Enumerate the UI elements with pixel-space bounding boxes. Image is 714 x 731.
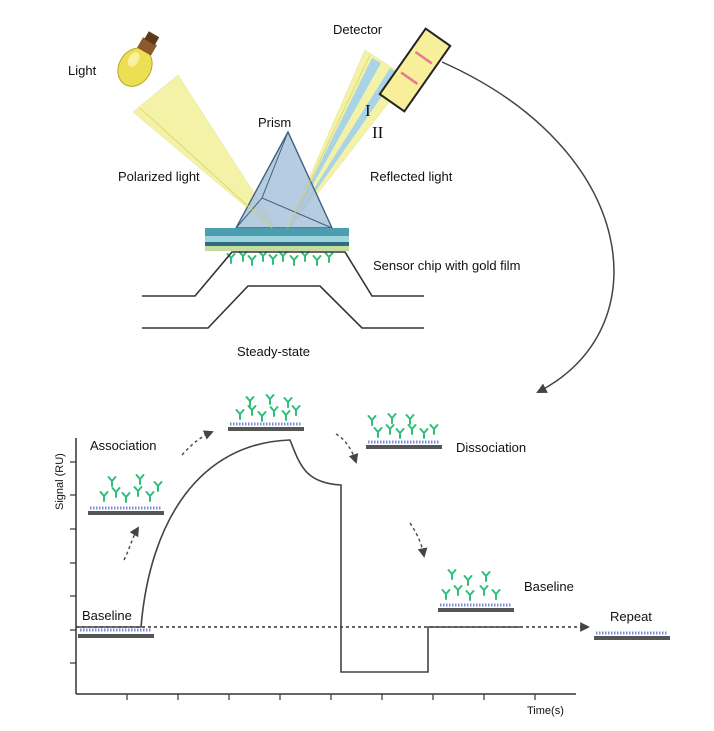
reflected-light-label: Reflected light [370,169,453,184]
detector-icon [378,27,452,113]
x-axis-label: Time(s) [527,705,564,717]
surface-dissociation [366,413,442,449]
sensorgram-curve [76,439,520,673]
sensorgram-section: Association Dissociation Baseline Baseli… [54,394,670,717]
detector-to-graph-arrow [441,61,615,393]
beam-II-label: II [372,123,384,142]
flow-cell-outline [142,251,424,329]
sensor-chip-label: Sensor chip with gold film [373,258,520,273]
flow-direction-arrows [123,430,428,561]
y-axis-label: Signal (RU) [54,453,66,510]
baseline-right-label: Baseline [524,579,574,594]
repeat-label: Repeat [610,609,652,624]
baseline-left-label: Baseline [82,608,132,623]
dissociation-label: Dissociation [456,440,526,455]
steady-state-label: Steady-state [237,344,310,359]
polarized-light-beam [132,74,284,239]
instrument-section: Light Detector Prism Polarized light Ref… [68,22,615,393]
sensor-chip [205,228,349,251]
surface-repeat [594,631,670,640]
light-label: Light [68,63,97,78]
surface-association-low [88,474,164,515]
y-ticks [70,461,76,664]
surface-baseline-right [438,569,514,612]
surface-association-high [228,394,304,431]
prism-label: Prism [258,115,291,130]
surface-baseline-left [78,628,154,638]
chip-antibodies [226,251,334,266]
x-ticks [126,694,536,700]
lightbulb-icon [117,31,160,87]
beam-I-label: I [365,101,371,120]
polarized-light-label: Polarized light [118,169,200,184]
association-label: Association [90,438,156,453]
detector-label: Detector [333,22,383,37]
